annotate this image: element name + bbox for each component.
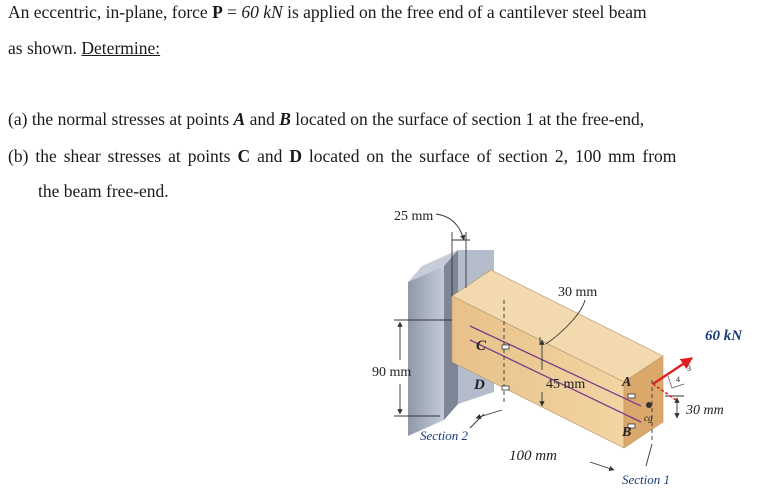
- point-c-marker: [501, 344, 510, 350]
- dim-100-label: 100 mm: [509, 448, 557, 464]
- wall-front-face: [408, 266, 444, 436]
- point-b-ref: B: [279, 109, 291, 129]
- point-a-label: A: [621, 375, 631, 390]
- cantilever-beam: [451, 269, 664, 449]
- section-1-leader: [645, 443, 653, 467]
- load-label: 60 kN: [705, 328, 743, 344]
- part-b-label: (b): [8, 146, 29, 166]
- point-d-marker: [501, 385, 510, 391]
- problem-text: An eccentric, in-plane, force: [8, 2, 213, 22]
- problem-line-2: as shown. Determine:: [8, 38, 160, 59]
- slope-triangle-icon: [667, 375, 685, 389]
- problem-text: as shown.: [8, 38, 82, 58]
- section-1-label: Section 1: [622, 472, 670, 487]
- part-b-continued: the beam free-end.: [38, 181, 169, 202]
- dim-30-label: 30 mm: [558, 285, 597, 300]
- determine-heading: Determine:: [81, 38, 161, 58]
- dim-100-left: [475, 409, 503, 420]
- dim-30-right-label: 30 mm: [685, 403, 724, 418]
- point-d-ref: D: [289, 146, 302, 166]
- part-a-text: located on the surface of section 1 at t…: [290, 109, 645, 129]
- part-a-label: (a): [8, 109, 28, 129]
- force-value: 60 kN: [241, 2, 283, 22]
- dimension-lines: [394, 213, 684, 472]
- load-arrow-group: [652, 357, 693, 401]
- part-b-text: the shear stresses at points: [35, 146, 238, 166]
- section-line-upper: [469, 325, 642, 407]
- section-line-lower: [469, 339, 642, 423]
- dim-25-leader: [435, 213, 466, 241]
- point-a-ref: A: [233, 109, 246, 129]
- dim-45-label: 45 mm: [546, 377, 585, 392]
- wall-side-face: [444, 250, 458, 420]
- part-b-text: and: [250, 146, 290, 166]
- part-b-text: the beam free-end.: [38, 181, 169, 201]
- dim-90-label: 90 mm: [372, 365, 411, 380]
- part-b: (b) the shear stresses at points C and D…: [8, 146, 676, 167]
- problem-line-1: An eccentric, in-plane, force P = 60 kN …: [8, 2, 647, 23]
- load-arrow: [652, 357, 693, 385]
- dim-30-leader: [545, 299, 586, 345]
- dim-100-right: [589, 461, 615, 472]
- part-b-text: located on the surface of section 2, 100…: [301, 146, 677, 166]
- point-b-marker: [627, 423, 636, 429]
- figure-labels: 25 mm 30 mm 90 mm 45 mm 100 mm 30 mm 60 …: [372, 209, 743, 487]
- force-symbol: P: [212, 2, 223, 22]
- equals-sign: =: [222, 2, 242, 22]
- section-2-label: Section 2: [420, 428, 469, 443]
- point-a-marker: [627, 393, 636, 399]
- slope-4-label: 4: [676, 375, 680, 384]
- part-a-text: the normal stresses at points: [31, 109, 234, 129]
- wall-top-face: [408, 250, 458, 282]
- point-c-label: C: [476, 338, 487, 354]
- dim-25-label: 25 mm: [394, 209, 433, 224]
- cg-label: cg: [644, 413, 653, 423]
- problem-text: is applied on the free end of a cantilev…: [282, 2, 647, 22]
- point-d-label: D: [473, 377, 485, 393]
- slope-3-label: 3: [687, 364, 691, 373]
- point-b-label: B: [621, 425, 631, 440]
- part-a: (a) the normal stresses at points A and …: [8, 109, 644, 130]
- section-2-leader: [469, 413, 485, 429]
- part-a-text: and: [245, 109, 280, 129]
- point-c-ref: C: [237, 146, 251, 166]
- centroid-dot: [646, 402, 652, 408]
